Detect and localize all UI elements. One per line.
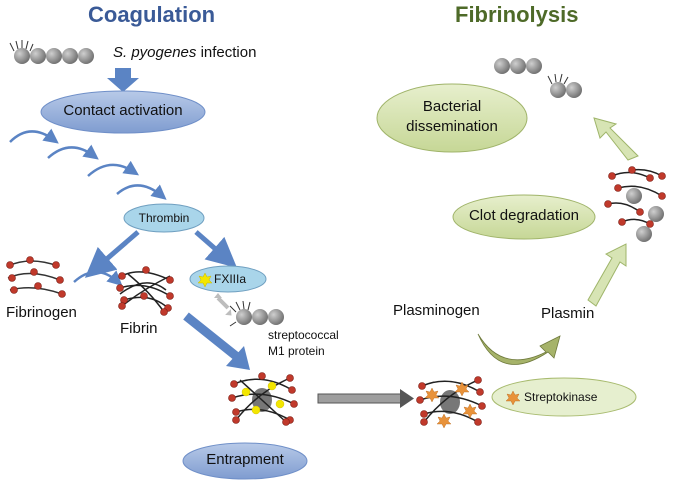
clot-to-dissemination-arrow <box>593 117 639 161</box>
bacterial-dissemination-ellipse <box>376 83 528 153</box>
plasminogen-to-plasmin-arrow <box>477 333 561 365</box>
coagulation-to-fibrinolysis-arrow <box>317 389 414 408</box>
streptokinase-star-icon <box>505 390 521 406</box>
fxiiia-m1-interaction-arrow <box>214 293 232 316</box>
plasmin-to-clot-arrow <box>587 243 627 307</box>
streptokinase-ellipse <box>491 377 637 417</box>
degraded-clot-icon <box>604 166 666 242</box>
clot-streptokinase-icon <box>416 376 486 429</box>
contact-activation-label: Contact activation <box>63 102 183 119</box>
clot-degradation-label: Clot degradation <box>468 207 580 224</box>
infection-suffix: infection <box>196 44 257 61</box>
entrapment-label: Entrapment <box>206 451 284 468</box>
infection-arrow <box>107 68 139 92</box>
disseminated-bacteria-icon <box>494 58 582 98</box>
fxiiia-label: FXIIIa <box>214 272 247 286</box>
plasminogen-label: Plasminogen <box>393 302 480 319</box>
infection-label: S. pyogenes infection <box>113 44 256 61</box>
streptokinase-label: Streptokinase <box>524 390 598 404</box>
fibrinogen-icon <box>6 256 66 298</box>
plasmin-label: Plasmin <box>541 305 595 322</box>
clot-degradation-ellipse <box>452 194 596 240</box>
fibrin-icon <box>116 266 174 316</box>
thrombin-ellipse <box>123 203 205 233</box>
fxiiia-ellipse <box>189 265 267 293</box>
bacteria-chain-icon <box>9 40 94 64</box>
coagulation-title: Coagulation <box>88 2 216 27</box>
m1-protein-label-line2: M1 protein <box>268 344 325 358</box>
fibrinogen-to-fibrin-arrow <box>73 270 123 287</box>
fibrin-label: Fibrin <box>120 320 158 337</box>
fibrin-to-clot-arrow <box>183 312 250 370</box>
bacterial-dissemination-label-line1: Bacterial <box>422 98 482 115</box>
fxiiia-star-icon <box>197 272 213 288</box>
thrombin-arrows <box>84 230 238 278</box>
m1-bacteria-icon <box>229 300 284 327</box>
infection-species: S. pyogenes <box>113 44 197 61</box>
thrombin-label: Thrombin <box>138 211 190 225</box>
fibrinolysis-title: Fibrinolysis <box>455 2 579 27</box>
entrapment-ellipse <box>182 442 308 480</box>
contact-activation-ellipse <box>40 90 206 134</box>
m1-protein-label-line1: streptococcal <box>268 328 339 342</box>
bacterial-dissemination-label-line2: dissemination <box>406 118 498 135</box>
cascade-arrows <box>9 128 167 200</box>
fibrinogen-label: Fibrinogen <box>6 304 77 321</box>
clot-entrapped-icon <box>228 372 298 426</box>
